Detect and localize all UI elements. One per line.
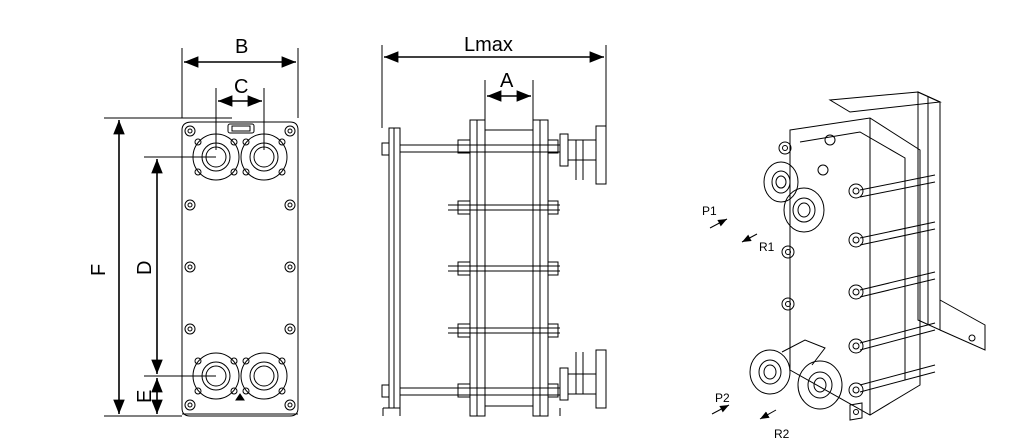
isometric-view bbox=[709, 91, 986, 421]
port-label-r2: R2 bbox=[774, 427, 790, 441]
dim-label-f: F bbox=[88, 264, 110, 276]
port-label-p2: P2 bbox=[715, 391, 730, 405]
port-label-r1: R1 bbox=[759, 240, 775, 254]
tie-bolts bbox=[448, 139, 560, 398]
front-dimensions bbox=[104, 48, 299, 417]
side-view bbox=[381, 119, 607, 417]
dim-label-d: D bbox=[134, 261, 156, 275]
dim-label-a: A bbox=[500, 70, 514, 92]
side-dimensions bbox=[381, 45, 607, 128]
top-nozzle bbox=[559, 125, 607, 185]
port-label-p1: P1 bbox=[702, 204, 717, 218]
bottom-right-port bbox=[240, 352, 288, 400]
front-view bbox=[181, 121, 299, 417]
dim-label-c: C bbox=[234, 76, 248, 98]
iso-top-flanges bbox=[763, 161, 825, 233]
iso-tie-rods bbox=[848, 174, 936, 398]
edge-bolts bbox=[184, 125, 296, 411]
iso-bottom-flanges bbox=[749, 339, 843, 410]
bottom-nozzle bbox=[559, 349, 607, 409]
dim-label-b: B bbox=[235, 36, 248, 58]
dim-label-lmax: Lmax bbox=[464, 34, 513, 56]
dim-label-e: E bbox=[134, 390, 156, 403]
